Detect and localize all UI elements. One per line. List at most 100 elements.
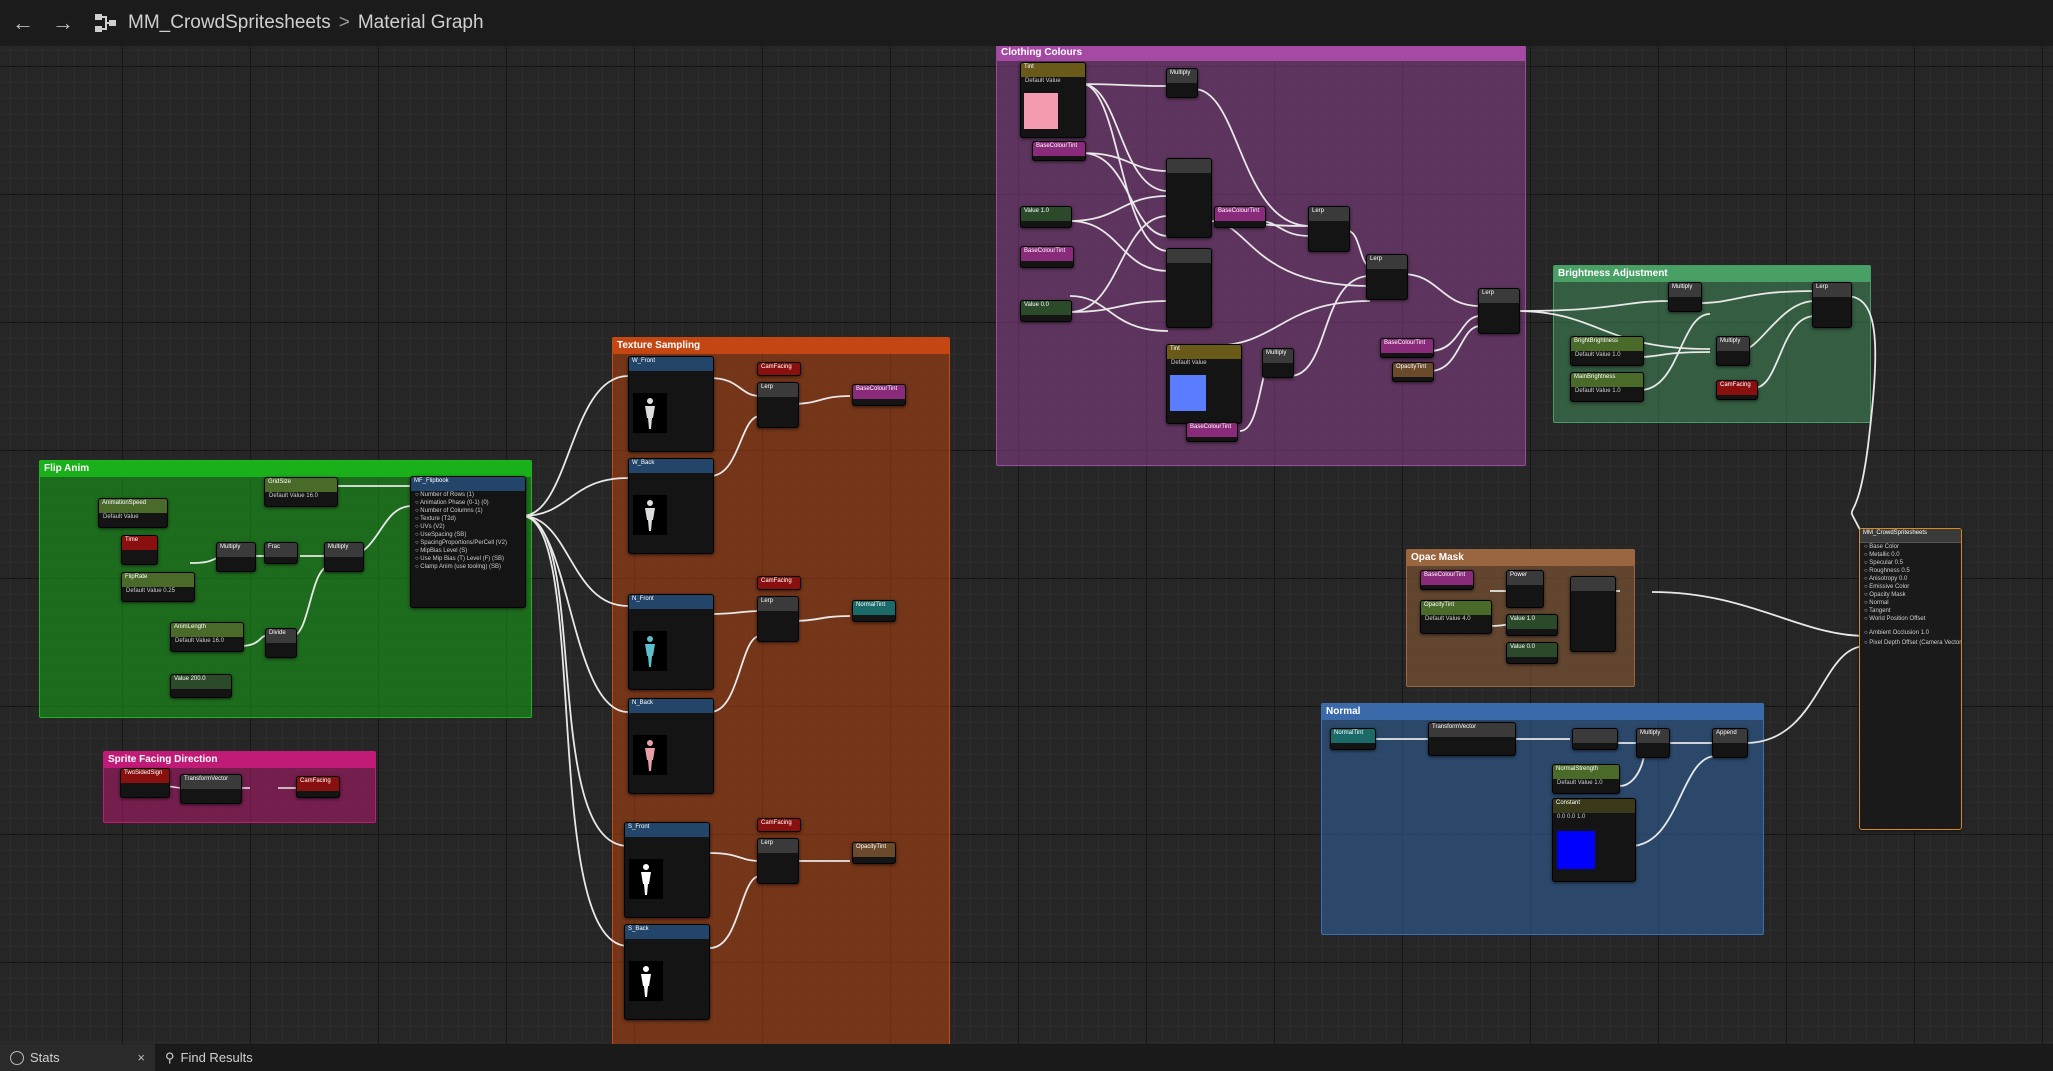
node-pin[interactable]: ○ UseSpacing (SB) <box>415 532 467 538</box>
node-pin[interactable]: ○ Ambient Occlusion 1.0 <box>1864 630 1929 636</box>
node-normal-tint-out[interactable]: NormalTint <box>852 600 896 622</box>
node-texture-s-back[interactable]: S_Back <box>624 924 710 1020</box>
node-pin[interactable]: ○ Use Mip Bias (T) Level (F) (SB) <box>415 556 504 562</box>
node-normal-tint-in[interactable]: NormalTint <box>1330 728 1376 750</box>
node-opac-param[interactable]: OpacityTint Default Value 4.0 <box>1420 600 1492 634</box>
arrow-left-icon[interactable]: ← <box>12 10 34 35</box>
node-pin[interactable]: ○ SpacingProportions/PerCell (V2) <box>415 540 507 546</box>
node-power[interactable]: Power <box>1506 570 1544 608</box>
node-flipbook[interactable]: MF_Flipbook ○ Number of Rows (1)○ Animat… <box>410 476 526 608</box>
node-transform-vector-normal[interactable]: TransformVector <box>1428 722 1516 756</box>
node-cam-facing-out[interactable]: CamFacing <box>296 776 340 798</box>
node-base-colour-tint-in-1[interactable]: BaseColourTint <box>1032 141 1086 161</box>
node-lerp-2[interactable]: Lerp <box>757 596 799 642</box>
node-divide[interactable]: Divide <box>265 628 297 658</box>
node-if-opac[interactable] <box>1570 576 1616 652</box>
node-opacity-tint-in[interactable]: OpacityTint <box>1392 362 1434 382</box>
node-value-opac-1[interactable]: Value 1.0 <box>1506 614 1558 636</box>
node-brightness-b[interactable]: MainBrightness Default Value 1.0 <box>1570 372 1644 402</box>
node-multiply-n[interactable]: Multiply <box>1636 728 1670 758</box>
tab-stats[interactable]: Stats × <box>0 1044 155 1071</box>
node-pin[interactable]: ○ Texture (T2d) <box>415 516 456 522</box>
node-lerp-c3[interactable]: Lerp <box>1478 288 1520 334</box>
node-title: Multiply <box>1669 283 1701 297</box>
node-pin[interactable]: ○ Clamp Anim (use tooling) (SB) <box>415 564 501 570</box>
node-texture-n-front[interactable]: N_Front <box>628 594 714 690</box>
node-normal-strength[interactable]: NormalStrength Default Value 1.0 <box>1552 764 1620 794</box>
node-lerp-c2[interactable]: Lerp <box>1366 254 1408 300</box>
node-multiply-1[interactable]: Multiply <box>216 542 256 572</box>
node-anim-length[interactable]: AnimLength Default Value 16.0 <box>170 622 244 652</box>
node-multiply-b2[interactable]: Multiply <box>1716 336 1750 366</box>
node-cam-facing-b[interactable]: CamFacing <box>1716 380 1758 400</box>
node-lerp-1[interactable]: Lerp <box>757 382 799 428</box>
node-base-colour-tint-in-3[interactable]: BaseColourTint <box>1214 206 1266 228</box>
tab-find-results[interactable]: ⚲ Find Results <box>155 1044 263 1071</box>
node-pin[interactable]: ○ Normal <box>1864 600 1889 606</box>
node-if-1[interactable] <box>1166 158 1212 238</box>
node-normal-constant[interactable]: Constant 0.0 0.0 1.0 <box>1552 798 1636 882</box>
node-base-colour-tint-in-4[interactable]: BaseColourTint <box>1186 422 1238 442</box>
node-texture-w-front[interactable]: W_Front <box>628 356 714 452</box>
node-multiply-b1[interactable]: Multiply <box>1668 282 1702 312</box>
node-pin[interactable]: ○ Base Color <box>1864 544 1899 550</box>
node-tint-param[interactable]: Tint Default Value <box>1020 62 1086 138</box>
arrow-right-icon[interactable]: → <box>52 10 74 35</box>
node-material-output[interactable]: MM_CrowdSpritesheets ○ Base Color○ Metal… <box>1859 528 1962 830</box>
node-lerp-b[interactable]: Lerp <box>1812 282 1852 328</box>
node-pin[interactable]: ○ Animation Phase (0-1) (0) <box>415 500 489 506</box>
node-multiply-2[interactable]: Multiply <box>324 542 364 572</box>
node-cam-facing-3[interactable]: CamFacing <box>757 818 801 832</box>
close-icon[interactable]: × <box>137 1050 145 1065</box>
node-texture-w-back[interactable]: W_Back <box>628 458 714 554</box>
node-pin[interactable]: ○ Specular 0.5 <box>1864 560 1903 566</box>
node-frac[interactable]: Frac <box>264 542 298 564</box>
node-texture-s-front[interactable]: S_Front <box>624 822 710 918</box>
node-lerp-c1[interactable]: Lerp <box>1308 206 1350 252</box>
node-two-sided-sign[interactable]: TwoSidedSign <box>120 768 170 798</box>
node-base-colour-tint-opac[interactable]: BaseColourTint <box>1420 570 1474 590</box>
node-brightness-a[interactable]: BrightBrightness Default Value 1.0 <box>1570 336 1644 366</box>
node-pin[interactable] <box>1860 653 1961 655</box>
node-blue-param[interactable]: Tint Default Value <box>1166 344 1242 424</box>
node-pin[interactable]: ○ Tangent <box>1864 608 1891 614</box>
node-mask-normal[interactable] <box>1572 728 1618 750</box>
node-time[interactable]: Time <box>121 535 158 565</box>
node-value-0[interactable]: Value 0.0 <box>1020 300 1072 322</box>
graph-canvas[interactable]: Clothing Colours Texture Sampling Bright… <box>0 46 2053 1044</box>
node-base-colour-tint-in-2[interactable]: BaseColourTint <box>1020 246 1074 268</box>
node-pin[interactable]: ○ Pixel Depth Offset (Camera Vector) <box>1864 640 1962 646</box>
breadcrumb-graph[interactable]: Material Graph <box>357 12 484 33</box>
breadcrumb-asset[interactable]: MM_CrowdSpritesheets <box>128 12 331 33</box>
node-multiply-c2[interactable]: Multiply <box>1262 348 1294 378</box>
node-pin[interactable]: ○ Anisotropy 0.0 <box>1864 576 1908 582</box>
node-value-opac-0[interactable]: Value 0.0 <box>1506 642 1558 664</box>
node-lerp-3[interactable]: Lerp <box>757 838 799 884</box>
node-constant[interactable]: Value 200.0 <box>170 674 232 698</box>
breadcrumb-separator: > <box>338 12 350 33</box>
node-opacity-tint-out[interactable]: OpacityTint <box>852 842 896 864</box>
node-append[interactable]: Append <box>1712 728 1748 758</box>
node-pin[interactable]: ○ Metallic 0.0 <box>1864 552 1900 558</box>
node-flip-rate[interactable]: FlipRate Default Value 0.25 <box>121 572 195 602</box>
node-pin[interactable]: ○ Opacity Mask <box>1864 592 1906 598</box>
node-value-1[interactable]: Value 1.0 <box>1020 206 1072 228</box>
comment-normal[interactable]: Normal <box>1321 703 1764 935</box>
node-texture-n-back[interactable]: N_Back <box>628 698 714 794</box>
node-pin[interactable]: ○ Emissive Color <box>1864 584 1910 590</box>
node-if-2[interactable] <box>1166 248 1212 328</box>
node-anim-speed[interactable]: AnimationSpeed Default Value <box>98 498 168 528</box>
node-grid-size[interactable]: GridSize Default Value 16.0 <box>264 477 338 507</box>
node-cam-facing-1[interactable]: CamFacing <box>757 362 801 376</box>
node-base-colour-tint-in-5[interactable]: BaseColourTint <box>1380 338 1434 358</box>
node-pin[interactable]: ○ MipBias Level (S) <box>415 548 468 554</box>
node-pin[interactable]: ○ Roughness 0.5 <box>1864 568 1910 574</box>
node-pin[interactable]: ○ World Position Offset <box>1864 616 1926 622</box>
node-pin[interactable]: ○ UVs (V2) <box>415 524 445 530</box>
node-base-colour-tint-out[interactable]: BaseColourTint <box>852 384 906 406</box>
node-cam-facing-2[interactable]: CamFacing <box>757 576 801 590</box>
node-pin[interactable]: ○ Number of Columns (1) <box>415 508 483 514</box>
node-pin[interactable]: ○ Number of Rows (1) <box>415 492 474 498</box>
node-multiply-c1[interactable]: Multiply <box>1166 68 1198 98</box>
node-transform-vector[interactable]: TransformVector <box>180 774 242 804</box>
